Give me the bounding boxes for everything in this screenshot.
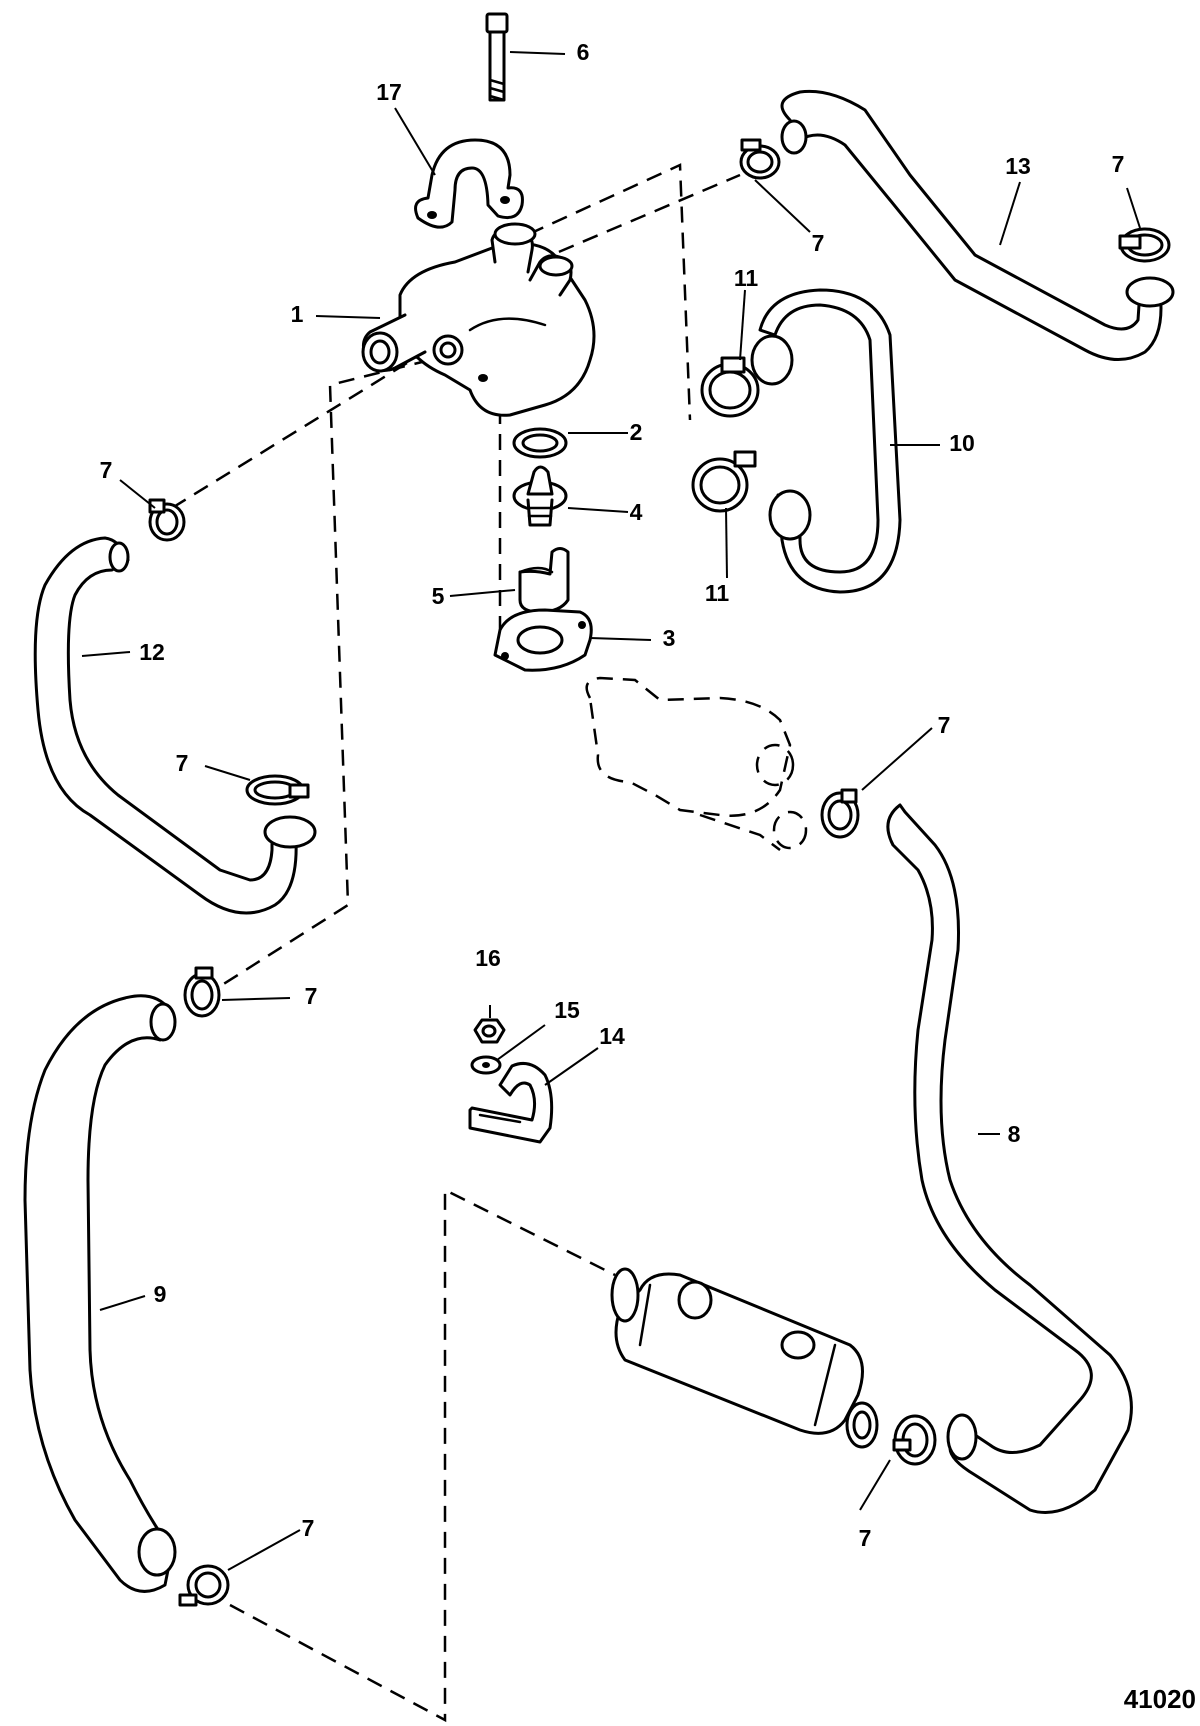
hose-clamp-7-left-middle (245, 774, 310, 806)
hose-clamp-7-left-upper (148, 498, 186, 542)
thermostat-housing-1 (361, 222, 596, 417)
sleeve-5 (518, 547, 570, 614)
heat-exchanger-phantom (585, 676, 808, 851)
hose-9 (23, 994, 177, 1593)
callout-10: 10 (949, 430, 975, 456)
assembly-guide-lines (171, 163, 741, 1723)
hose-13 (780, 89, 1175, 362)
callout-16: 16 (475, 945, 501, 971)
callout-9: 9 (154, 1281, 167, 1307)
callout-8: 8 (1008, 1121, 1021, 1147)
callout-7-upper-right: 7 (1112, 151, 1125, 177)
callout-5: 5 (432, 583, 445, 609)
hose-8 (886, 803, 1133, 1514)
hose-clamp-11-upper (700, 356, 760, 418)
hose-clamp-7-right-middle (820, 788, 860, 839)
callout-1: 1 (291, 301, 304, 327)
callout-12: 12 (139, 639, 165, 665)
thermostat-4 (512, 465, 568, 527)
gasket-2 (512, 427, 568, 459)
hose-clamp-7-left-lower (183, 966, 221, 1018)
callout-7-bottom-right: 7 (859, 1525, 872, 1551)
hose-12 (33, 536, 317, 915)
nut-16 (473, 1018, 506, 1044)
fuel-cooler (610, 1267, 879, 1449)
bracket-17 (414, 138, 524, 229)
washer-15 (470, 1055, 502, 1075)
callout-15: 15 (554, 997, 580, 1023)
leader-lines (81, 51, 1141, 1571)
clip-14 (468, 1062, 554, 1144)
callout-7-bottom-left: 7 (302, 1515, 315, 1541)
callout-7-left-lower: 7 (305, 983, 318, 1009)
callout-7-upper-middle: 7 (812, 230, 825, 256)
callout-3: 3 (663, 625, 676, 651)
hose-clamp-7-upper-right (1118, 227, 1171, 263)
callout-7-left-upper: 7 (100, 457, 113, 483)
gasket-3 (493, 608, 593, 672)
callout-17: 17 (376, 79, 402, 105)
hose-clamp-11-lower (691, 450, 757, 513)
hose-clamp-7-upper-middle (739, 138, 781, 180)
hose-clamp-7-bottom-right (892, 1414, 937, 1466)
callout-4: 4 (630, 499, 643, 525)
callout-13: 13 (1005, 153, 1031, 179)
callout-labels: 1 2 4 5 3 6 17 7 7 13 11 11 10 7 12 7 7 … (100, 39, 1125, 1551)
figure-number: 41020 (1124, 1684, 1196, 1714)
hose-10 (750, 288, 902, 594)
callout-6: 6 (577, 39, 590, 65)
callout-7-left-middle: 7 (176, 750, 189, 776)
callout-11-upper: 11 (734, 265, 759, 291)
callout-14: 14 (599, 1023, 625, 1049)
callout-2: 2 (630, 419, 643, 445)
hose-clamp-7-bottom-left (178, 1564, 230, 1607)
bolt-6 (485, 12, 509, 102)
callout-11-lower: 11 (705, 580, 730, 606)
callout-7-right-middle: 7 (938, 712, 951, 738)
